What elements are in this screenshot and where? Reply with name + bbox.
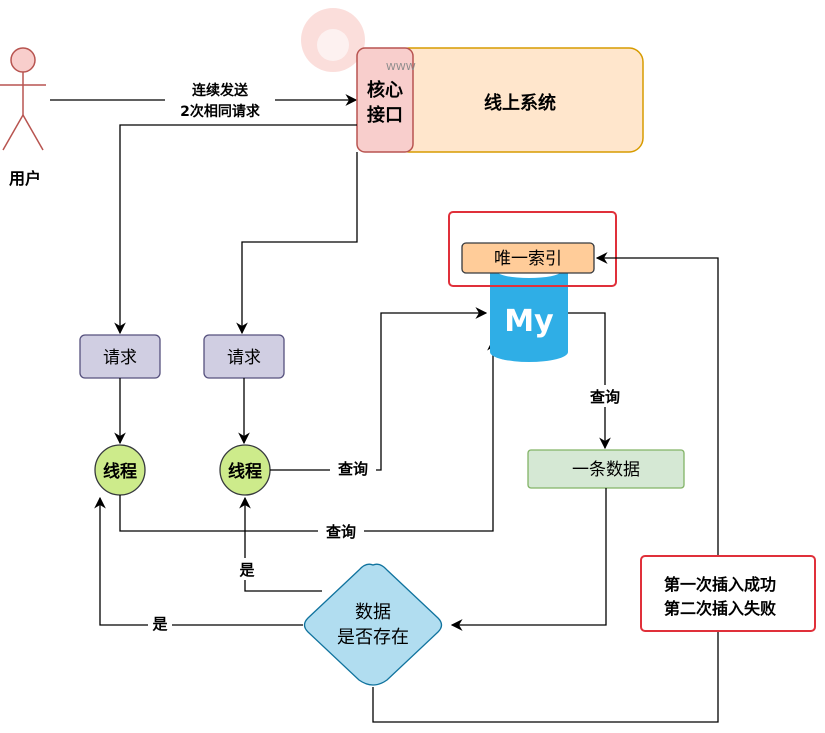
mysql-database-icon: My bbox=[490, 260, 568, 362]
edge-send-label-1: 连续发送 bbox=[192, 82, 249, 99]
yes-label-up: 是 bbox=[238, 561, 255, 579]
unique-index-label: 唯一索引 bbox=[494, 249, 562, 269]
watermark-text: WWW bbox=[386, 62, 416, 73]
decision-label-2: 是否存在 bbox=[337, 627, 409, 648]
unique-index-highlight bbox=[448, 211, 617, 287]
edge-send-label-2: 2次相同请求 bbox=[180, 103, 261, 120]
query-label-thread1: 查询 bbox=[326, 523, 356, 541]
edge-yes-thread1 bbox=[94, 496, 303, 626]
insert-result-note bbox=[640, 555, 816, 632]
thread-label-2: 线程 bbox=[228, 461, 262, 482]
edge-thread1-query bbox=[119, 338, 499, 532]
edge-insert-index bbox=[372, 252, 719, 723]
edge-thread2-query bbox=[270, 307, 488, 471]
edge-yes-thread2 bbox=[239, 496, 322, 592]
edge-to-request-1 bbox=[114, 124, 357, 335]
user-label: 用户 bbox=[9, 169, 41, 188]
core-api-label-1: 核心 bbox=[367, 79, 403, 101]
user-actor-icon bbox=[0, 47, 46, 151]
core-api-box bbox=[356, 47, 414, 153]
watermark-logo bbox=[301, 8, 365, 72]
yes-label-left: 是 bbox=[151, 615, 168, 633]
unique-index-box bbox=[461, 242, 595, 274]
note-line-1: 第一次插入成功 bbox=[664, 575, 776, 594]
request-label-2: 请求 bbox=[227, 348, 261, 368]
svg-text:My: My bbox=[504, 304, 554, 339]
edge-record-decision bbox=[450, 488, 607, 631]
note-line-2: 第二次插入失败 bbox=[664, 599, 776, 618]
decision-diamond bbox=[303, 563, 443, 686]
query-label-db: 查询 bbox=[590, 388, 620, 406]
edge-db-query bbox=[568, 312, 611, 450]
edge-to-request-2 bbox=[236, 152, 358, 335]
thread-label-1: 线程 bbox=[103, 461, 137, 482]
one-record-label: 一条数据 bbox=[572, 460, 640, 480]
decision-label-1: 数据 bbox=[355, 602, 391, 623]
request-label-1: 请求 bbox=[103, 348, 137, 368]
query-label-thread2: 查询 bbox=[338, 460, 368, 478]
core-api-label-2: 接口 bbox=[367, 104, 403, 126]
online-system-label: 线上系统 bbox=[484, 92, 556, 114]
